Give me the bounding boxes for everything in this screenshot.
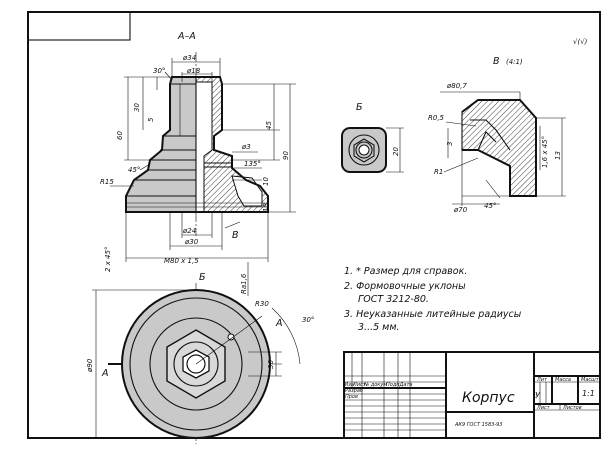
dim-5: 5 xyxy=(147,117,155,122)
view-v-marker: В xyxy=(232,230,239,241)
section-a-a-label: А–А xyxy=(177,31,196,42)
tb-data: Дата xyxy=(399,382,413,388)
tb-scale-header: Масшт xyxy=(581,377,600,383)
dim-r1: R1 xyxy=(434,168,443,176)
section-a-a-view: А–А ø34 xyxy=(100,31,296,296)
note-1: 1. * Размер для справок. xyxy=(344,266,467,277)
tb-list: Лист xyxy=(352,382,367,388)
dim-r15: R15 xyxy=(100,178,114,186)
technical-notes: 1. * Размер для справок. 2. Формовочные … xyxy=(344,266,522,333)
dim-36: 36 xyxy=(267,360,275,369)
dim-60: 60 xyxy=(116,131,124,140)
tb-sheet: Лист xyxy=(536,405,551,411)
tb-ndok: № докум xyxy=(363,382,387,388)
dim-d70: ø70 xyxy=(453,206,468,214)
view-b-label: Б xyxy=(356,102,363,113)
dim-angle-30-b: 30° xyxy=(302,316,314,324)
dim-angle-45: 45° xyxy=(128,166,140,174)
tb-podp: Подп xyxy=(386,382,400,388)
tb-mass: Масса xyxy=(555,377,571,383)
dim-d90: ø90 xyxy=(86,358,94,373)
note-3-cont: 3...5 мм. xyxy=(358,322,400,333)
note-2-cont: ГОСТ 3212-80. xyxy=(358,294,429,305)
dim-d18: ø18 xyxy=(186,67,201,75)
note-2: 2. Формовочные уклоны xyxy=(344,281,466,292)
sheet-frame xyxy=(27,11,601,439)
title-block: Изм Лист № докум Подп Дата Разраб Пров К… xyxy=(343,351,601,439)
dim-10: 10 xyxy=(262,177,270,186)
dim-chamfer-1-6: 1,6 x 45° xyxy=(541,136,549,168)
dim-30: 30 xyxy=(133,103,141,112)
section-mark-a-top: А xyxy=(275,318,283,329)
dim-90: 90 xyxy=(282,151,290,160)
dim-angle-135: 135° xyxy=(244,160,261,168)
dim-d3: ø3 xyxy=(241,143,251,151)
section-mark-a-left: А xyxy=(101,368,109,379)
dim-3: 3 xyxy=(446,142,454,146)
dim-d34: ø34 xyxy=(182,54,196,62)
bottom-view-label: Б xyxy=(199,272,206,283)
tb-prov: Пров xyxy=(345,394,358,400)
dim-r30: R30 xyxy=(255,300,269,308)
dim-r0-5: R0,5 xyxy=(428,114,445,122)
dim-20: 20 xyxy=(392,147,400,156)
tb-izm: Изм xyxy=(345,382,355,388)
dim-18: 18 xyxy=(262,203,270,212)
dim-angle-30: 30° xyxy=(153,67,165,75)
view-v-detail: В (4:1) ø80,7 R0,5 3 R1 13 1,6 x 45° ø70… xyxy=(428,56,566,214)
dim-chamfer-2x45: 2 x 45° xyxy=(104,247,112,272)
dim-d24: ø24 xyxy=(182,227,196,235)
tb-sheets: Листов xyxy=(562,405,582,411)
roughness-ra16: Ra1,6 xyxy=(240,273,248,294)
bottom-view: Б R30 30° А А 36 ø90 xyxy=(86,272,314,444)
tb-razrab: Разраб xyxy=(345,388,363,394)
tb-letter-u: У xyxy=(535,391,541,400)
dim-d80-7: ø80,7 xyxy=(446,82,467,90)
dim-thread-m80: M80 x 1,5 xyxy=(164,257,199,265)
dim-d30: ø30 xyxy=(184,238,199,246)
note-3: 3. Неуказанные литейные радиусы xyxy=(344,309,522,320)
view-v-label: В xyxy=(493,56,500,67)
view-v-scale: (4:1) xyxy=(506,58,523,66)
dim-45: 45 xyxy=(265,121,273,130)
dim-13: 13 xyxy=(554,151,562,160)
tb-lit: Лит xyxy=(536,377,548,383)
dim-angle-45-v: 45° xyxy=(484,202,496,210)
part-name: Корпус xyxy=(462,390,515,406)
view-b: Б 20 xyxy=(341,102,404,173)
material: АК9 ГОСТ 1583-93 xyxy=(454,422,503,428)
surface-roughness-mark: √(√) xyxy=(573,38,588,46)
tb-scale: 1:1 xyxy=(582,389,595,398)
